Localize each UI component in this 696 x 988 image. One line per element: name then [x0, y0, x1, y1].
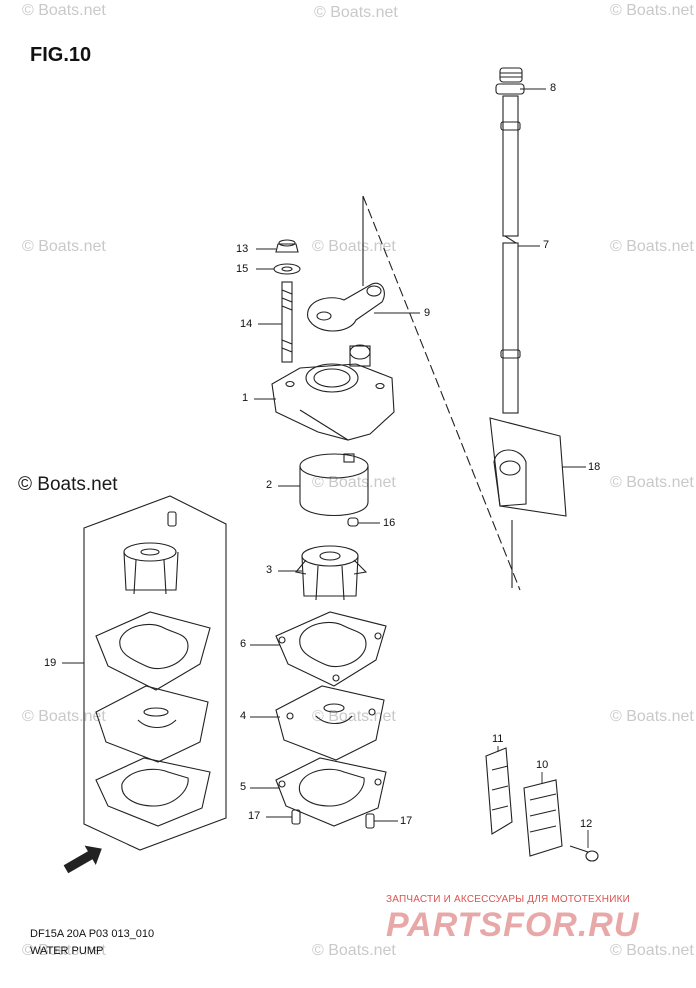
- watermark: © Boats.net: [22, 708, 106, 725]
- watermark: © Boats.net: [22, 942, 106, 959]
- callout-label: 2: [266, 479, 273, 491]
- watermark: © Boats.net: [610, 474, 694, 491]
- nut-part: [275, 239, 299, 253]
- callout-label: 15: [236, 263, 249, 275]
- key-part: [347, 517, 359, 527]
- callout-label: 10: [536, 759, 549, 771]
- figure-title: FIG.10: [30, 44, 92, 66]
- callout-label: 4: [240, 710, 247, 722]
- pump-case-part: [271, 344, 395, 441]
- watermark: © Boats.net: [610, 238, 694, 255]
- grommet-part: [495, 67, 525, 95]
- seal-part: [489, 417, 567, 517]
- water-tube-part: [500, 95, 521, 414]
- liner-part: [299, 453, 369, 516]
- clip-part: [523, 779, 563, 857]
- watermark: © Boats.net: [18, 474, 118, 495]
- leader-lines: [62, 88, 589, 848]
- callout-label: 7: [543, 239, 550, 251]
- fwd-arrow-icon: [63, 845, 102, 874]
- pin-part: [365, 813, 375, 829]
- watermark: © Boats.net: [22, 2, 106, 19]
- repair-kit-outline: [83, 495, 227, 851]
- impeller-part: [294, 545, 368, 601]
- gasket-part: [275, 611, 387, 687]
- kit-contents: [95, 511, 211, 827]
- callout-label: 14: [240, 318, 253, 330]
- figure-code: DF15A 20A P03 013_010: [30, 928, 155, 940]
- callout-label: 18: [588, 461, 601, 473]
- connector-part: [307, 282, 385, 332]
- callout-label: 9: [424, 307, 431, 319]
- figure-subtitle: WATER PUMP: [30, 945, 104, 957]
- callout-label: 12: [580, 818, 593, 830]
- watermark: © Boats.net: [312, 238, 396, 255]
- washer-part: [273, 263, 301, 275]
- callout-label: 5: [240, 781, 247, 793]
- callout-label: 17: [248, 810, 261, 822]
- pin-part: [291, 809, 301, 825]
- watermark: © Boats.net: [610, 942, 694, 959]
- screw-part: [569, 845, 599, 862]
- watermark: © Boats.net: [610, 708, 694, 725]
- plate-part: [275, 685, 385, 761]
- watermark: © Boats.net: [314, 4, 398, 21]
- callout-label: 13: [236, 243, 249, 255]
- shop-tagline: ЗАПЧАСТИ И АКСЕССУАРЫ ДЛЯ МОТОТЕХНИКИ: [386, 894, 631, 905]
- watermark: © Boats.net: [22, 238, 106, 255]
- callout-label: 16: [383, 517, 396, 529]
- guide-line: [362, 195, 521, 591]
- callout-label: 1: [242, 392, 249, 404]
- watermark: © Boats.net: [610, 2, 694, 19]
- callout-label: 19: [44, 657, 57, 669]
- callout-label: 11: [492, 733, 504, 745]
- callout-label: 17: [400, 815, 413, 827]
- shop-logo: PARTSFOR.RU: [386, 906, 640, 944]
- stud-bolt-part: [281, 281, 293, 363]
- watermark: © Boats.net: [312, 942, 396, 959]
- clip-part: [485, 747, 513, 835]
- callout-label: 3: [266, 564, 273, 576]
- callout-label: 6: [240, 638, 247, 650]
- gasket-part: [275, 757, 387, 827]
- callout-label: 8: [550, 82, 557, 94]
